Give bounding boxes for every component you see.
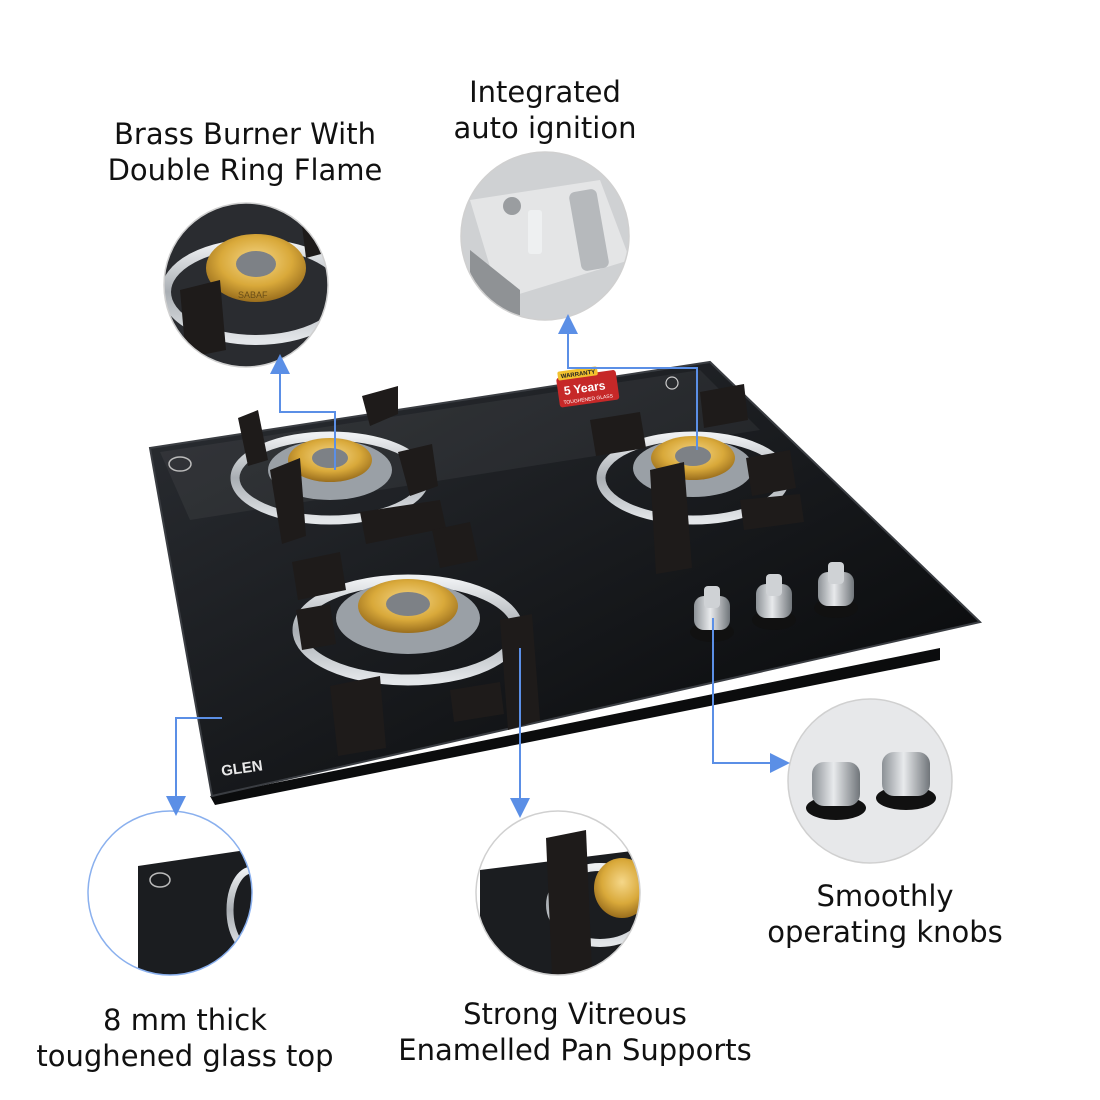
isi-mark: [168, 456, 192, 472]
knobs-closeup: [787, 698, 953, 864]
knobs-label: Smoothly operating knobs: [767, 879, 1003, 949]
knob-3: [814, 562, 858, 618]
pan-support-closeup: [475, 810, 641, 976]
svg-text:5 Years: 5 Years: [563, 378, 607, 398]
burner-top-right: [590, 384, 804, 574]
glass-top-label: 8 mm thick toughened glass top: [36, 1003, 334, 1073]
quality-mark: [665, 376, 679, 390]
auto-ignition-label: Integrated auto ignition: [453, 75, 637, 145]
arrow-ignition: [558, 314, 698, 450]
burner-top-left: [230, 386, 446, 544]
pan-supports-label: Strong Vitreous Enamelled Pan Supports: [398, 997, 752, 1067]
knob-2: [752, 574, 796, 630]
callout-arrows: [166, 314, 790, 818]
knob-1: [690, 586, 734, 642]
arrow-brass-burner: [270, 354, 336, 470]
svg-text:WARRANTY: WARRANTY: [561, 370, 596, 381]
warranty-badge: WARRANTY 5 Years TOUGHENED GLASS: [556, 366, 620, 408]
arrow-glass-top: [166, 717, 222, 816]
arrow-knobs: [712, 618, 790, 773]
brass-burner-closeup: SABAF: [163, 202, 329, 368]
ignition-closeup: [460, 151, 630, 321]
brand-logo: GLEN: [220, 757, 264, 780]
brass-burner-label: Brass Burner With Double Ring Flame: [107, 117, 383, 187]
control-knobs: [690, 562, 858, 642]
glass-edge-closeup: [87, 810, 253, 976]
svg-text:SABAF: SABAF: [238, 290, 268, 300]
